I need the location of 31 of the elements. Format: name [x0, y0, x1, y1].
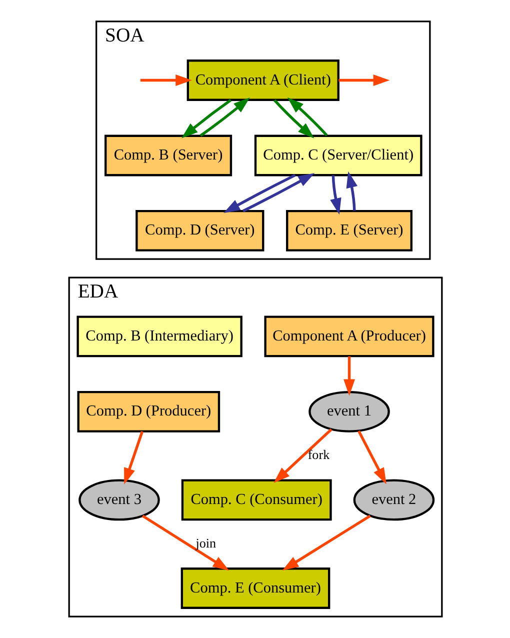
arrow	[273, 99, 314, 138]
arrow	[199, 98, 250, 137]
node-box: Comp. B (Server)	[104, 134, 232, 176]
node-box: Comp. C (Consumer)	[180, 479, 332, 521]
node-ellipse: event 3	[78, 479, 160, 521]
node-box: Comp. B (Intermediary)	[76, 316, 242, 358]
arrow	[282, 514, 370, 571]
node-ellipse: event 2	[352, 479, 434, 521]
node-box: Component A (Client)	[186, 60, 339, 101]
node-box: Comp. E (Consumer)	[180, 568, 330, 609]
arrow	[273, 428, 332, 484]
arrow	[223, 174, 296, 214]
arrow	[343, 356, 354, 396]
arrow	[338, 74, 390, 86]
node-box: Comp. D (Producer)	[76, 390, 220, 432]
edge-label: join	[195, 536, 216, 550]
node-ellipse: event 1	[308, 390, 390, 432]
arrow	[330, 175, 341, 215]
edge-label: fork	[307, 447, 330, 462]
node-box: Comp. D (Server)	[135, 210, 264, 252]
arrow	[140, 74, 192, 86]
node-box: Comp. C (Server/Client)	[254, 134, 422, 176]
arrow	[242, 173, 314, 212]
arrow	[180, 99, 232, 138]
arrow	[286, 97, 328, 136]
arrow	[357, 430, 386, 484]
node-box: Comp. E (Server)	[286, 210, 412, 252]
arrow	[141, 514, 229, 571]
arrow	[346, 171, 357, 211]
node-box: Component A (Producer)	[264, 316, 434, 358]
arrow	[124, 431, 144, 484]
